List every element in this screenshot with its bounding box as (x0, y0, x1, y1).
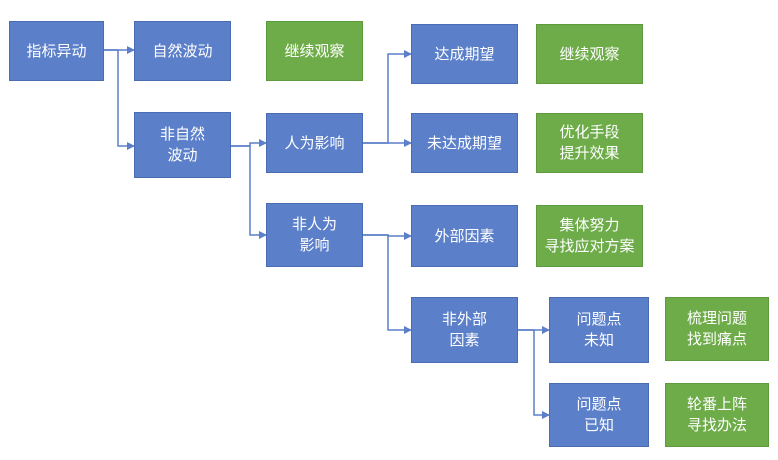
node-anomaly-label: 指标异动 (26, 41, 87, 60)
edge-nonnatural-nonhuman (231, 145, 267, 239)
node-anomaly: 指标异动 (9, 21, 104, 81)
node-take-turns: 轮番上阵 寻找办法 (665, 383, 769, 447)
node-expectation-not-met-label: 未达成期望 (426, 133, 502, 152)
node-take-turns-line1: 轮番上阵 (686, 395, 747, 413)
node-problem-known-line1: 问题点 (576, 395, 622, 413)
node-optimize-line1: 优化手段 (559, 123, 620, 141)
node-external-factors: 外部因素 (411, 205, 518, 267)
edge-nonexternal-known (518, 329, 550, 419)
node-keep-watching-1: 继续观察 (266, 21, 363, 81)
node-human-influence-label: 人为影响 (284, 133, 345, 152)
node-team-effort: 集体努力 寻找应对方案 (536, 205, 643, 267)
edge-human-met (363, 50, 412, 144)
node-optimize-line2: 提升效果 (559, 144, 620, 162)
node-non-external-factors: 非外部 因素 (411, 297, 518, 363)
node-keep-watching-1-label: 继续观察 (284, 41, 345, 60)
node-problem-unknown-line1: 问题点 (576, 310, 622, 328)
node-non-natural-line2: 波动 (167, 146, 198, 164)
node-team-effort-line1: 集体努力 (559, 216, 620, 234)
node-external-factors-label: 外部因素 (434, 226, 495, 245)
edge-root-nonnatural (104, 49, 135, 150)
node-non-human-line2: 影响 (299, 236, 330, 254)
node-problem-unknown: 问题点 未知 (549, 297, 649, 363)
node-non-external-line1: 非外部 (441, 310, 487, 328)
node-natural-fluctuation: 自然波动 (134, 21, 231, 81)
node-sort-out-line1: 梳理问题 (686, 309, 747, 327)
node-expectation-met-label: 达成期望 (434, 44, 495, 63)
node-natural-fluctuation-label: 自然波动 (152, 41, 213, 60)
node-problem-known-line2: 已知 (583, 416, 614, 434)
node-take-turns-line2: 寻找办法 (686, 416, 747, 434)
node-non-natural-fluctuation: 非自然 波动 (134, 112, 231, 178)
node-expectation-not-met: 未达成期望 (411, 113, 518, 173)
node-keep-watching-2: 继续观察 (536, 24, 643, 84)
edge-nonhuman-nonexternal (363, 234, 412, 334)
node-problem-unknown-line2: 未知 (583, 331, 614, 349)
node-problem-known: 问题点 已知 (549, 383, 649, 447)
node-team-effort-line2: 寻找应对方案 (544, 237, 635, 255)
node-sort-out-problems: 梳理问题 找到痛点 (665, 297, 769, 361)
node-non-human-influence: 非人为 影响 (266, 203, 363, 267)
node-optimize-methods: 优化手段 提升效果 (536, 113, 643, 173)
node-keep-watching-2-label: 继续观察 (559, 44, 620, 63)
node-human-influence: 人为影响 (266, 113, 363, 173)
node-non-external-line2: 因素 (449, 331, 480, 349)
node-expectation-met: 达成期望 (411, 24, 518, 84)
node-non-natural-line1: 非自然 (159, 125, 205, 143)
node-non-human-line1: 非人为 (291, 215, 337, 233)
node-sort-out-line2: 找到痛点 (686, 330, 747, 348)
